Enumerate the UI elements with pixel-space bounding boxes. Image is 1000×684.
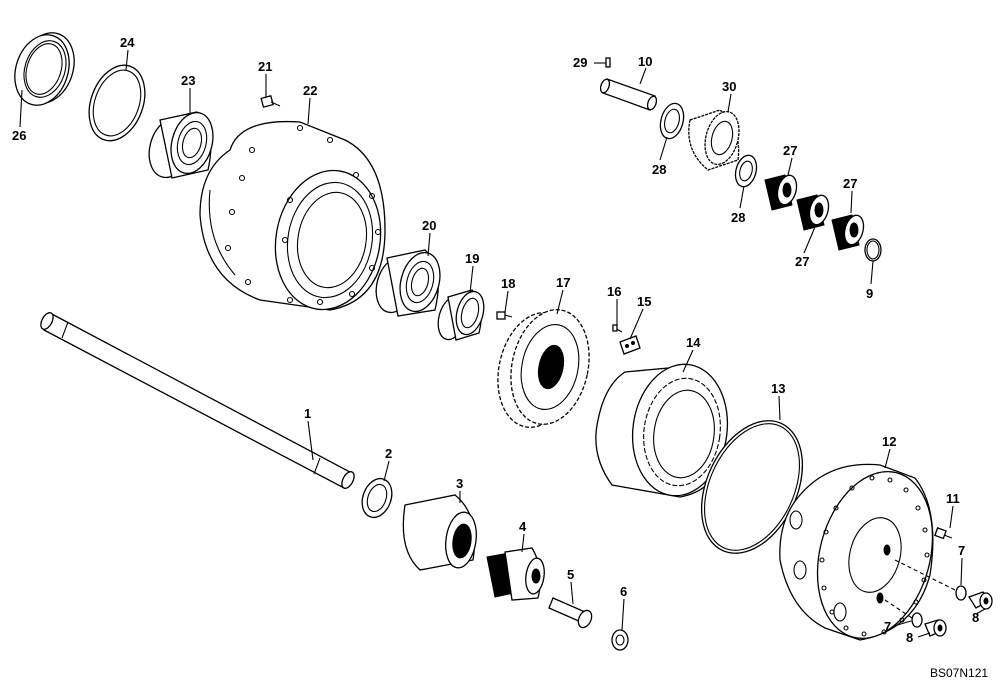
callout-26: 26 (12, 128, 26, 143)
callout-1: 1 (304, 406, 311, 421)
part-8-plug-b (924, 619, 947, 637)
callout-23: 23 (181, 73, 195, 88)
part-22-housing (199, 120, 386, 311)
callout-3: 3 (456, 476, 463, 491)
callout-9: 9 (866, 286, 873, 301)
part-11-screw (934, 527, 953, 540)
part-17-gear (497, 309, 590, 428)
callout-27-right: 27 (843, 176, 857, 191)
callout-6: 6 (620, 584, 627, 599)
part-27-needle-bearing-c (831, 214, 865, 251)
callout-17: 17 (556, 275, 570, 290)
diagram-code: BS07N121 (930, 666, 988, 680)
part-21-bolt (260, 95, 281, 108)
callout-10: 10 (638, 54, 652, 69)
part-16-pin (612, 324, 623, 333)
callout-8-right: 8 (972, 610, 979, 625)
callout-8-lower: 8 (906, 630, 913, 645)
callout-28-lower: 28 (731, 210, 745, 225)
carrier-bolt-holes (819, 475, 930, 637)
part-18-bolt (496, 311, 513, 320)
callout-27-upper: 27 (783, 143, 797, 158)
part-19-nut (437, 289, 485, 341)
callout-22: 22 (303, 83, 317, 98)
part-12-carrier (779, 463, 934, 641)
callout-20: 20 (422, 218, 436, 233)
callout-21: 21 (258, 59, 272, 74)
part-8-plug-a (968, 591, 993, 610)
part-7-washer-b (911, 612, 923, 628)
part-9-snap-ring (864, 238, 882, 262)
callout-5: 5 (567, 567, 574, 582)
callout-labels: 26 24 23 21 22 20 19 18 17 16 15 14 13 1… (12, 35, 979, 645)
callout-24: 24 (120, 35, 135, 50)
part-10-shaft (599, 78, 658, 111)
part-28-washer-b (734, 154, 758, 188)
part-6-nut (611, 629, 629, 651)
part-14-ring-gear (595, 363, 729, 498)
part-5-bolt (548, 597, 593, 629)
part-23-bearing (148, 111, 214, 179)
callout-11: 11 (946, 491, 960, 506)
callout-28-upper: 28 (652, 162, 666, 177)
part-27-needle-bearing-a (764, 174, 798, 211)
part-20-bearing (375, 249, 441, 317)
part-2-ring (361, 477, 393, 519)
guide-line-b (884, 599, 913, 619)
callout-16: 16 (607, 284, 621, 299)
housing-bolt-holes (224, 124, 382, 306)
callout-7-lower: 7 (884, 619, 891, 634)
callout-7-upper: 7 (958, 543, 965, 558)
part-29-pin (605, 57, 611, 68)
callout-18: 18 (501, 276, 515, 291)
callout-14: 14 (686, 335, 701, 350)
callout-13: 13 (771, 381, 785, 396)
part-27-needle-bearing-b (796, 194, 830, 231)
callout-30: 30 (722, 79, 736, 94)
callout-27-lower: 27 (795, 254, 809, 269)
part-15-plate (619, 335, 641, 355)
leader-lines (19, 49, 986, 638)
part-1-axle-shaft (40, 312, 355, 489)
callout-19: 19 (465, 251, 479, 266)
callout-15: 15 (637, 294, 651, 309)
part-28-washer-a (659, 102, 685, 140)
part-3-sleeve (402, 494, 478, 571)
part-26-seal (14, 32, 75, 106)
part-4-sun-gear (486, 547, 545, 601)
callout-29: 29 (573, 55, 587, 70)
callout-4: 4 (519, 519, 527, 534)
callout-2: 2 (385, 446, 392, 461)
callout-12: 12 (882, 434, 896, 449)
part-7-washer-a (955, 585, 967, 601)
part-24-ring (88, 64, 146, 142)
part-30-gear (688, 109, 740, 171)
